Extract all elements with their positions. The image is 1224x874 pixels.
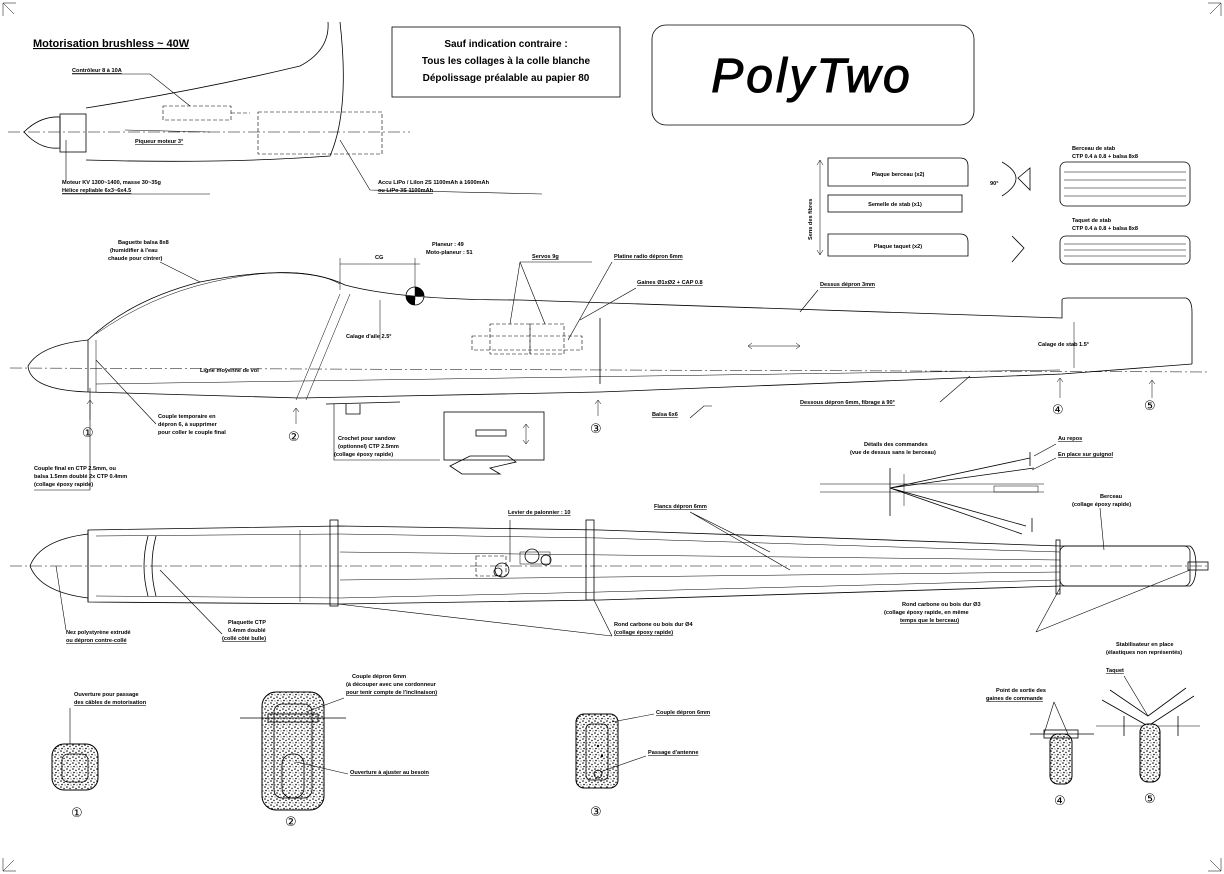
- cg-value-2: Moto-planeur : 51: [426, 250, 473, 256]
- note-line-1: Sauf indication contraire :: [444, 39, 567, 50]
- plywood-label-1: Plaquette CTP: [228, 620, 266, 626]
- tow-hook-2: (optionnel) CTP 2.5mm: [338, 444, 399, 450]
- section-2: Couple dépron 6mm (à découper avec une c…: [240, 674, 437, 829]
- station-3-section: ③: [590, 804, 602, 819]
- station-1-side: ①: [82, 425, 94, 440]
- controls-title-1: Détails des commandes: [864, 442, 928, 448]
- carbon-tail-label-1: Rond carbone ou bois dur Ø3: [902, 602, 981, 608]
- cradle-stab-label-2: CTP 0.4 à 0.8 + balsa 8x8: [1072, 154, 1138, 160]
- s5-stop-label: Taquet: [1106, 668, 1124, 674]
- angle-label: 90°: [990, 181, 998, 187]
- final-former-1: Couple final en CTP 2.5mm, ou: [34, 466, 117, 472]
- stop-plate-label: Plaque taquet (x2): [874, 244, 922, 250]
- balsa-strip-3: chaude pour cintrer): [108, 256, 163, 262]
- carbon-tail-label-3: temps que le berceau): [900, 618, 959, 624]
- section-5: Stabilisateur en place (élastiques non r…: [1096, 642, 1200, 806]
- radio-plate-label: Platine radio dépron 6mm: [614, 254, 683, 260]
- section-3: Couple dépron 6mm Passage d'antenne ③: [575, 710, 710, 819]
- downthrust-label: Piqueur moteur 3°: [135, 139, 183, 145]
- s2-note-1: Couple dépron 6mm: [352, 674, 406, 680]
- carbon-tail-label-2: (collage époxy rapide, en même: [884, 610, 969, 616]
- nose-label-1: Nez polystyrène extrudé: [66, 630, 131, 636]
- at-rest-label: Au repos: [1058, 436, 1082, 442]
- s1-note-2: des câbles de motorisation: [74, 700, 147, 706]
- station-5-side: ⑤: [1144, 398, 1156, 413]
- carbon-rod-label-2: (collage époxy rapide): [614, 630, 673, 636]
- bottom-skin-label: Dessous dépron 6mm, fibrage à 90°: [800, 400, 895, 406]
- deflected-label: En place sur guignol: [1058, 452, 1113, 458]
- note-line-3: Dépolissage préalable au papier 80: [423, 73, 590, 84]
- servos-label: Servos 9g: [532, 254, 559, 260]
- station-4-section: ④: [1054, 793, 1066, 808]
- temp-former-2: dépron 6, à supprimer: [158, 422, 218, 428]
- s2-note-2: (à découper avec une cordonneur: [346, 682, 437, 688]
- controller-label: Contrôleur 8 à 10A: [72, 68, 122, 74]
- s2-note-3: pour tenir compte de l'inclinaison): [346, 690, 437, 696]
- station-2-side: ②: [288, 429, 300, 444]
- temp-former-1: Couple temporaire en: [158, 414, 216, 420]
- section-4: Point de sortie des gaines de commande ④: [986, 688, 1094, 808]
- controls-title-2: (vue de dessus sans le berceau): [850, 450, 936, 456]
- side-view: CG Planeur : 49 Moto-planeur : 51 Servos…: [9, 240, 1211, 491]
- s5-note-1: Stabilisateur en place: [1116, 642, 1174, 648]
- carbon-rod-label-1: Rond carbone ou bois dur Ø4: [614, 622, 694, 628]
- temp-former-3: pour coller le couple final: [158, 430, 226, 436]
- battery-label-1: Accu LiPo / LiIon 2S 1100mAh à 1600mAh: [378, 180, 490, 186]
- final-former-3: (collage époxy rapide): [34, 482, 93, 488]
- cradle-label-1: Berceau: [1100, 494, 1123, 500]
- station-3-side: ③: [590, 421, 602, 436]
- s5-note-2: (élastiques non représentés): [1106, 650, 1182, 656]
- s3-antenna-label: Passage d'antenne: [648, 750, 698, 756]
- nose-label-2: ou dépron contre-collé: [66, 638, 127, 644]
- note-line-2: Tous les collages à la colle blanche: [422, 56, 591, 67]
- top-view: Levier de palonnier : 10 Flancs dépron 6…: [10, 494, 1210, 644]
- cg-value-1: Planeur : 49: [432, 242, 464, 248]
- plywood-label-3: (collé côté bulle): [222, 636, 266, 642]
- cradle-label-2: (collage époxy rapide): [1072, 502, 1131, 508]
- section-1: Ouverture pour passage des câbles de mot…: [51, 692, 147, 820]
- datum-label: Ligne moyenne de vol: [200, 368, 259, 374]
- final-former-2: balsa 1.5mm doublé 2x CTP 0.4mm: [34, 474, 127, 480]
- rudder-lever-label: Levier de palonnier : 10: [508, 510, 571, 516]
- s4-note-1: Point de sortie des: [996, 688, 1046, 694]
- tail-parts: Sens des fibres Plaque berceau (x2) Seme…: [808, 146, 1191, 265]
- balsa-strip-2: (humidifier à l'eau: [110, 248, 158, 254]
- s2-opening-label: Ouverture à ajuster au besoin: [350, 770, 430, 776]
- plywood-label-2: 0.4mm doublé: [228, 628, 266, 634]
- s1-note-1: Ouverture pour passage: [74, 692, 139, 698]
- station-1-section: ①: [71, 805, 83, 820]
- stab-joiner-label: Semelle de stab (x1): [868, 202, 922, 208]
- fiber-direction-label: Sens des fibres: [808, 199, 814, 240]
- sheaths-label: Gaines Ø1xØ2 + CAP 0.8: [637, 280, 703, 286]
- s3-former-label: Couple dépron 6mm: [656, 710, 710, 716]
- controls-detail: Détails des commandes (vue de dessus san…: [820, 436, 1113, 535]
- motor-heading: Motorisation brushless ~ 40W: [33, 38, 190, 50]
- cg-label: CG: [375, 255, 383, 261]
- logo-box: PolyTwo: [651, 24, 975, 126]
- station-4-side: ④: [1052, 402, 1064, 417]
- station-2-section: ②: [285, 814, 297, 829]
- stop-stab-label-1: Taquet de stab: [1072, 218, 1112, 224]
- general-notes-box: Sauf indication contraire : Tous les col…: [391, 26, 621, 98]
- logo-text: PolyTwo: [711, 50, 913, 103]
- top-skin-label: Dessus dépron 3mm: [820, 282, 875, 288]
- balsa-strip-1: Baguette balsa 8x8: [118, 240, 169, 246]
- tow-hook-1: Crochet pour sandow: [338, 436, 396, 442]
- motor-label-1: Moteur KV 1300~1400, masse 30~35g: [62, 180, 161, 186]
- wing-incidence-label: Calage d'aile 2.5°: [346, 334, 392, 340]
- s4-note-2: gaines de commande: [986, 696, 1043, 702]
- cradle-plate-label: Plaque berceau (x2): [872, 172, 925, 178]
- motor-view: Contrôleur 8 à 10A Piqueur moteur 3° Mot…: [8, 21, 543, 195]
- cradle-stab-label-1: Berceau de stab: [1072, 146, 1116, 152]
- balsa-6x6-label: Balsa 6x6: [652, 412, 678, 418]
- side-skin-label: Flancs dépron 6mm: [654, 504, 707, 510]
- stab-incidence-label: Calage de stab 1.5°: [1038, 342, 1089, 348]
- station-5-section: ⑤: [1144, 791, 1156, 806]
- tow-hook-3: (collage époxy rapide): [334, 452, 393, 458]
- motor-label-2: Hélice repliable 6x3~6x4.5: [62, 188, 131, 194]
- stop-stab-label-2: CTP 0.4 à 0.8 + balsa 8x8: [1072, 226, 1138, 232]
